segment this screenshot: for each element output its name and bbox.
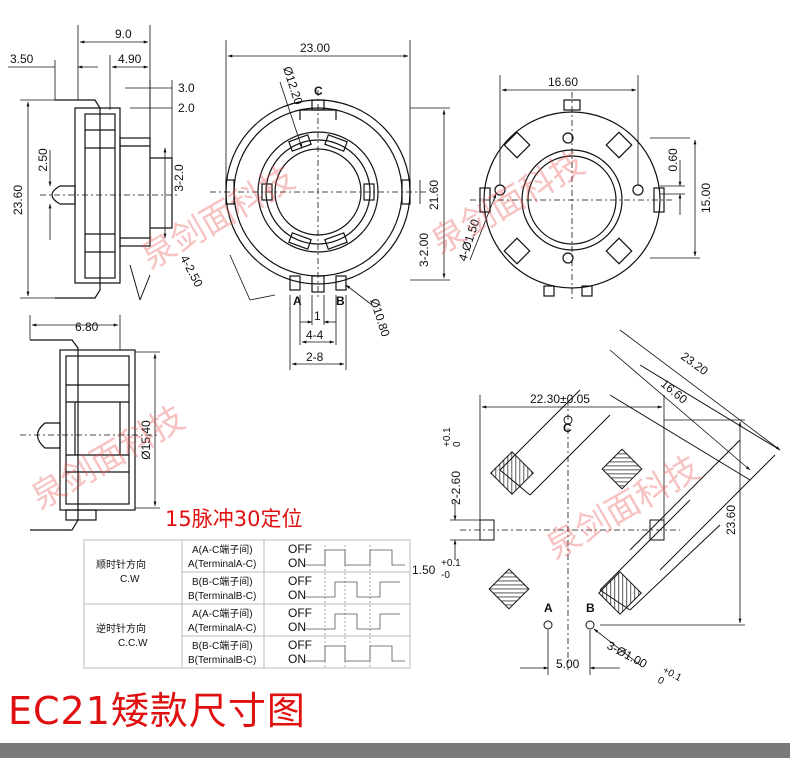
dim-1: 1 (314, 309, 321, 323)
dim-1-50-tol-minus: -0 (441, 570, 450, 581)
dim-2-2-60-tol-minus: 0 (452, 441, 463, 447)
watermark-1: 泉剑面科技 (135, 158, 302, 278)
back-view (470, 92, 674, 300)
footprint-terminal-a: A (544, 601, 553, 615)
dim-16-60-diag: 16.60 (658, 377, 690, 407)
waveform-ccw-a (305, 613, 400, 630)
dim-3-dia-1-00-tol-minus: 0 (656, 675, 666, 688)
dim-2-8: 2-8 (306, 350, 324, 364)
off-label: OFF (288, 574, 312, 588)
cw-signal-a-cn: A(A-C端子间) (192, 543, 253, 556)
timing-table: 顺时针方向 C.W 逆时针方向 C.C.W A(A-C端子间) A(Termin… (83, 539, 411, 669)
lower-side-labels: 6.80 Ø15.40 (75, 320, 153, 460)
dim-3-dia-1-00: 3-Ø1.00 (605, 638, 650, 671)
dim-2-2-60-tol-plus: +0.1 (442, 427, 453, 447)
front-view-dimensions (225, 40, 450, 370)
ccw-signal-b-cn: B(B-C端子间) (192, 639, 253, 652)
watermark-3: 泉剑面科技 (25, 398, 192, 518)
dim-1-50-tol-plus: +0.1 (441, 558, 461, 569)
cw-direction-en: C.W (120, 574, 140, 585)
off-label: OFF (288, 542, 312, 556)
dim-23-60: 23.60 (11, 185, 25, 215)
cw-direction-cn: 顺时针方向 (96, 558, 146, 571)
watermark-2: 泉剑面科技 (425, 143, 592, 263)
dim-21-60: 21.60 (427, 180, 441, 210)
dim-3-50: 3.50 (10, 52, 34, 66)
waveform-cw-b (305, 581, 400, 598)
on-label: ON (288, 556, 306, 570)
dim-3-dia-1-00-tol-plus: +0.1 (661, 665, 684, 684)
lower-side-view (20, 339, 160, 531)
ccw-direction-cn: 逆时针方向 (96, 622, 146, 635)
dim-5-00: 5.00 (556, 657, 580, 671)
dim-9-0: 9.0 (115, 27, 132, 41)
on-label: ON (288, 652, 306, 666)
subtitle-pulse-detent: 15脉冲30定位 (165, 507, 303, 531)
dim-3-2-0: 3-2.0 (172, 164, 186, 192)
back-view-dimensions (469, 75, 700, 261)
side-view-dimensions (8, 25, 173, 299)
dim-3-2-00: 3-2.00 (417, 233, 431, 267)
terminal-label-c: C (314, 84, 323, 98)
front-view (210, 90, 426, 300)
footprint-terminal-c: C (563, 421, 572, 435)
footprint-terminal-b: B (586, 601, 595, 615)
dim-2-0: 2.0 (178, 101, 195, 115)
dim-16-60-top: 16.60 (548, 75, 578, 89)
footprint-dimensions (450, 329, 781, 675)
dim-22-30: 22.30±0.05 (530, 392, 590, 406)
bottom-bar (0, 743, 790, 758)
ccw-signal-a-cn: A(A-C端子间) (192, 607, 253, 620)
pcb-footprint (460, 364, 781, 670)
dim-23-00: 23.00 (300, 41, 330, 55)
ccw-signal-b-en: B(TerminalB-C) (188, 655, 256, 666)
dim-dia-15-40: Ø15.40 (139, 420, 153, 460)
dim-23-60-footprint: 23.60 (724, 505, 738, 535)
off-label: OFF (288, 638, 312, 652)
dim-2-2-60: 2-2.60 (449, 471, 463, 505)
cw-signal-b-cn: B(B-C端子间) (192, 575, 253, 588)
terminal-label-a: A (293, 294, 302, 308)
lower-side-dimensions (29, 315, 160, 509)
dim-4-4: 4-4 (306, 328, 324, 342)
front-view-labels: 23.00 Ø12.20 C 21.60 3-2.00 A B Ø10.80 1… (280, 41, 441, 364)
dim-dia-10-80: Ø10.80 (367, 297, 393, 339)
cw-signal-b-en: B(TerminalB-C) (188, 591, 256, 602)
dim-0-60: 0.60 (666, 148, 680, 172)
dim-23-20: 23.20 (678, 349, 711, 378)
on-label: ON (288, 620, 306, 634)
dim-2-50: 2.50 (36, 148, 50, 172)
off-label: OFF (288, 606, 312, 620)
terminal-label-b: B (336, 294, 345, 308)
dim-1-50: 1.50 (412, 563, 436, 577)
on-label: ON (288, 588, 306, 602)
ccw-signal-a-en: A(TerminalA-C) (188, 623, 256, 634)
dim-3-0: 3.0 (178, 81, 195, 95)
dim-4-90: 4.90 (118, 52, 142, 66)
side-view (40, 99, 180, 301)
cw-signal-a-en: A(TerminalA-C) (188, 559, 256, 570)
dim-6-80: 6.80 (75, 320, 99, 334)
dim-15-00: 15.00 (699, 183, 713, 213)
dim-dia-12-20: Ø12.20 (280, 65, 306, 107)
ccw-direction-en: C.C.W (118, 638, 148, 649)
page-title: EC21矮款尺寸图 (8, 689, 306, 733)
